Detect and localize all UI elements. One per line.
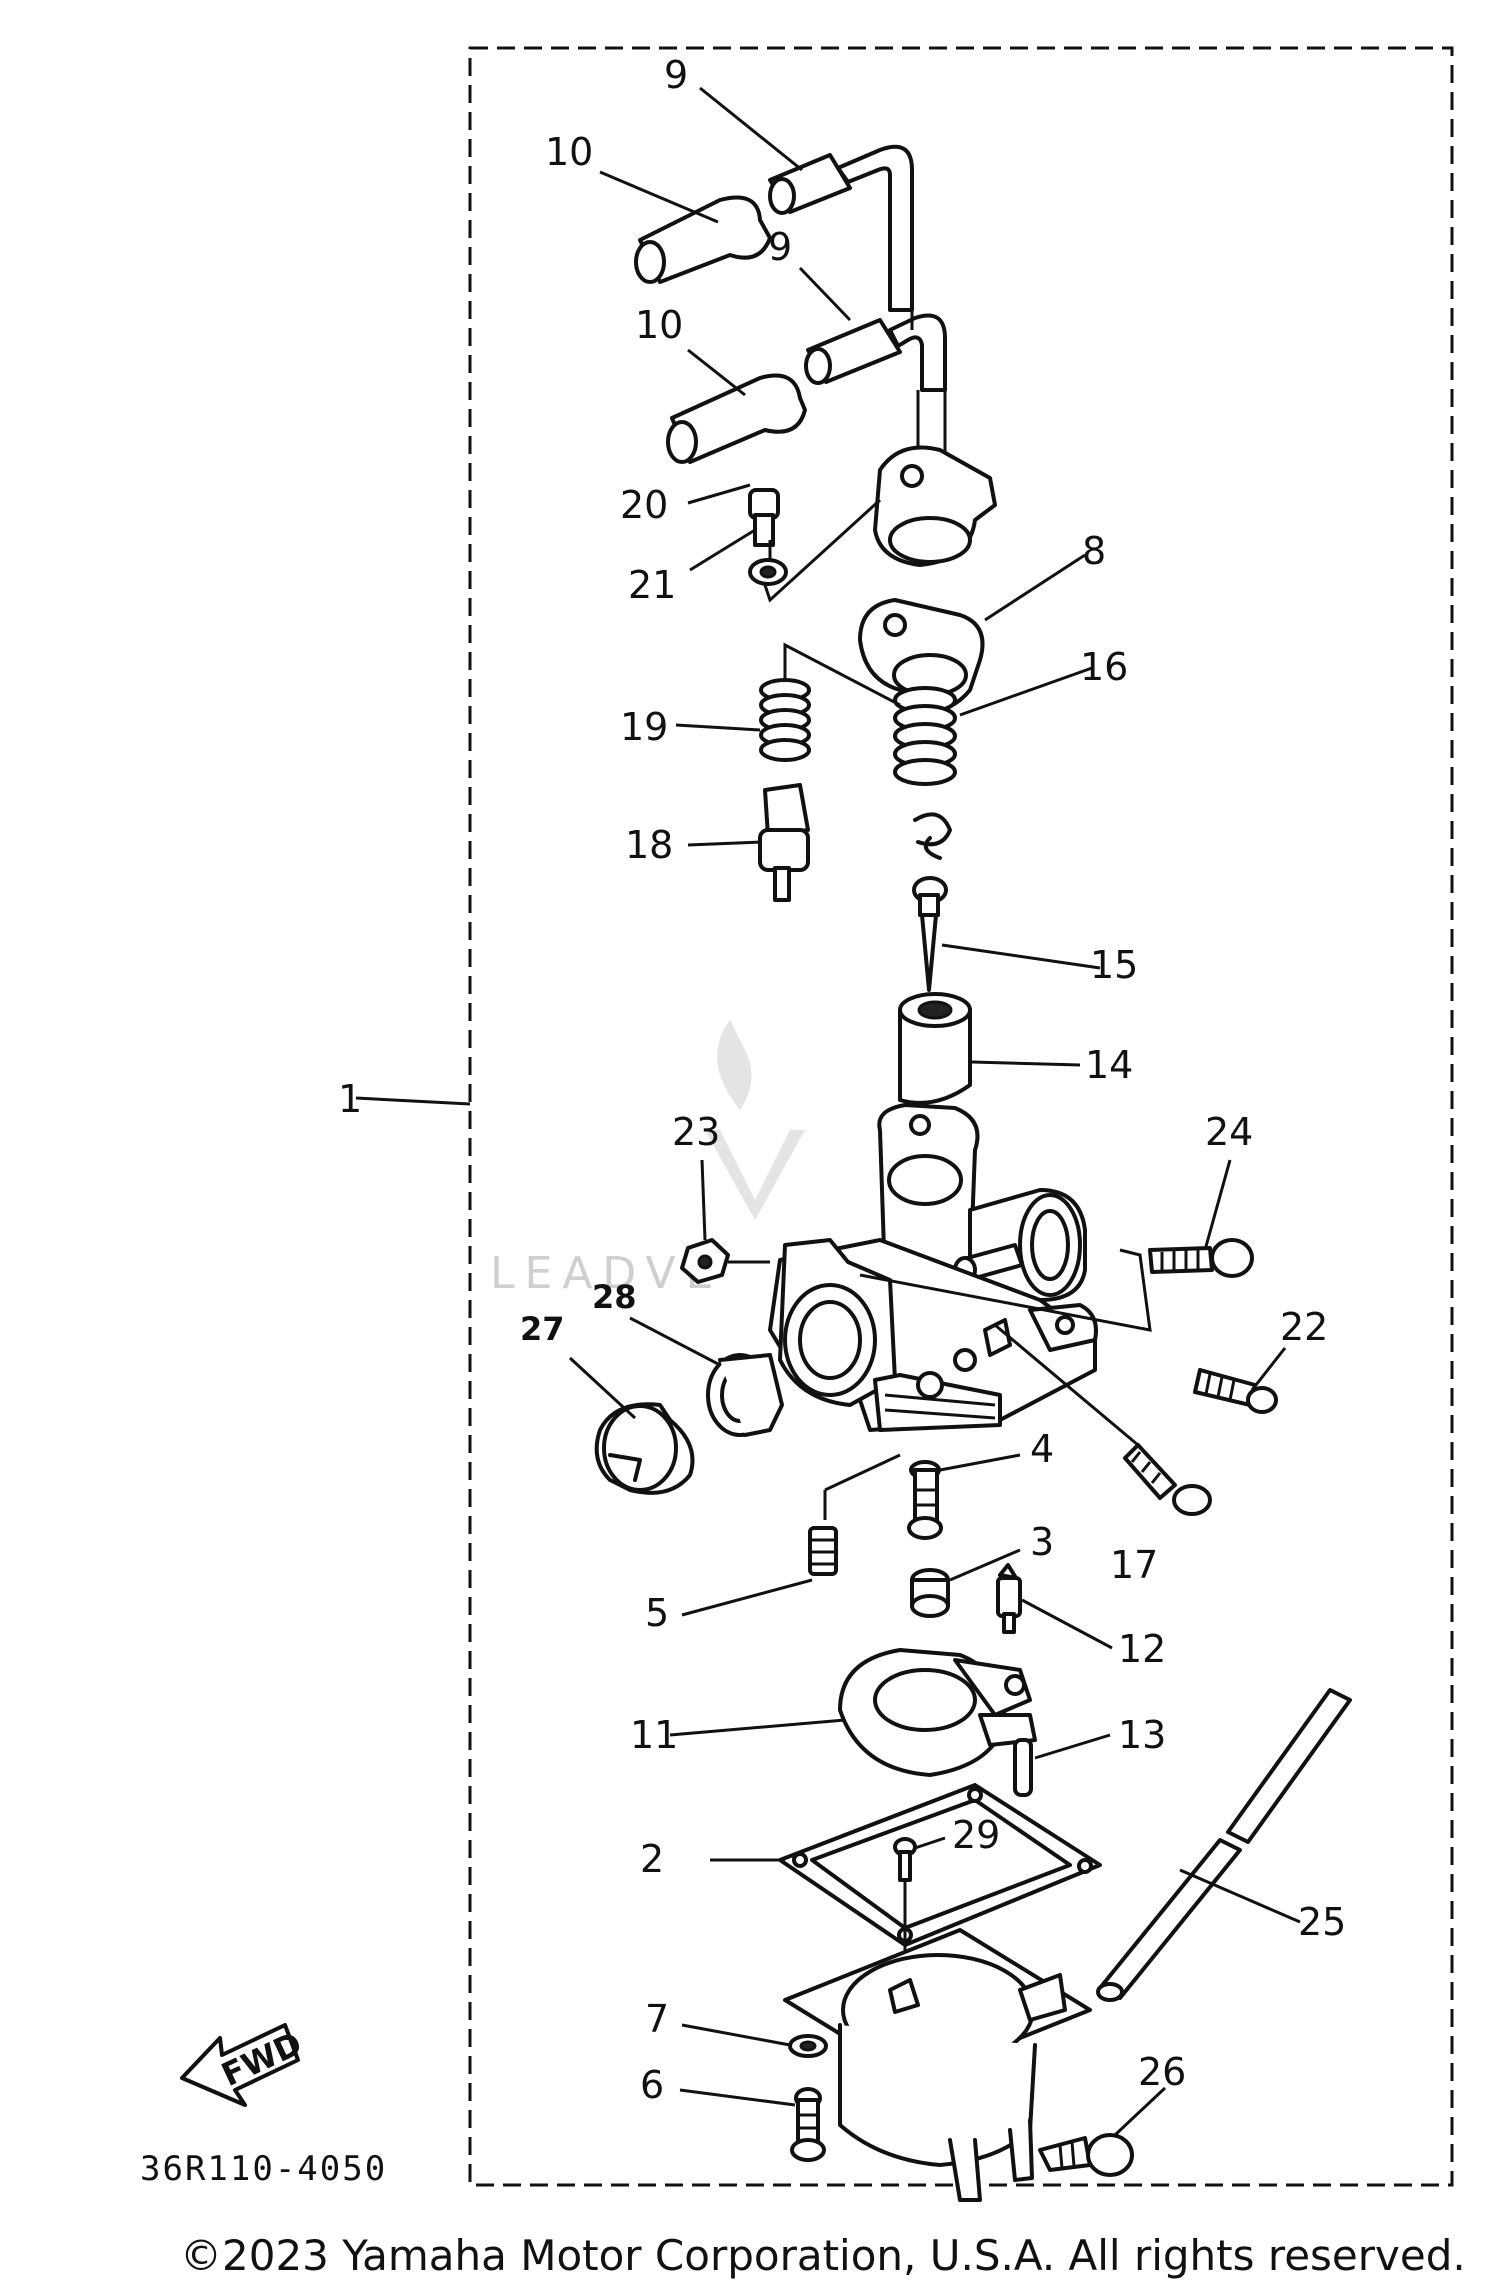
part-10-upper-cap [634, 195, 772, 284]
part-20-screw [748, 488, 780, 547]
watermark: LEADVE [490, 1020, 805, 1299]
callout-18: 18 [625, 823, 673, 867]
callout-9-upper: 9 [664, 53, 688, 97]
part-9-upper-hose-fitting [768, 144, 914, 312]
callout-13: 13 [1118, 1713, 1166, 1757]
part-14-throttle-valve [898, 992, 972, 1105]
part-2-gasket [778, 1783, 1102, 1947]
part-7-washer [788, 2034, 828, 2058]
part-21-washer [748, 558, 788, 586]
part-8-plate [858, 598, 985, 715]
reference-code: 36R110-4050 [140, 2149, 387, 2189]
callout-17: 17 [1110, 1543, 1158, 1587]
part-27-clamp-band [594, 1402, 695, 1495]
part-15-jet-needle [912, 876, 948, 992]
callout-12: 12 [1118, 1627, 1166, 1671]
part-11-float [838, 1648, 1037, 1777]
callout-4: 4 [1030, 1427, 1054, 1471]
screw-guide-line [763, 498, 882, 603]
part-13-float-pin [1013, 1738, 1033, 1797]
callout-3: 3 [1030, 1520, 1054, 1564]
part-9-lower-hose-fitting [804, 313, 947, 392]
callout-1: 1 [338, 1077, 362, 1121]
mixing-chamber-top [873, 445, 997, 567]
callout-27: 27 [520, 1310, 565, 1348]
callout-26: 26 [1138, 2050, 1186, 2094]
callout-10-lower: 10 [635, 303, 683, 347]
callout-25: 25 [1298, 1900, 1346, 1944]
callout-11: 11 [630, 1713, 678, 1757]
callout-9-lower: 9 [768, 225, 792, 269]
part-18-starter-plunger [758, 783, 810, 902]
callout-24: 24 [1205, 1110, 1253, 1154]
part-12-needle-valve [996, 1563, 1022, 1634]
needle-clip [913, 812, 952, 860]
callout-20: 20 [620, 483, 668, 527]
callout-8: 8 [1082, 529, 1106, 573]
callout-labels: 1 2 3 4 5 6 7 8 9 9 10 10 11 12 13 14 15… [338, 53, 1346, 2107]
screw17-guide-line [994, 1323, 1139, 1447]
callout-2: 2 [640, 1837, 664, 1881]
callout-29: 29 [952, 1813, 1000, 1857]
callout-15: 15 [1090, 943, 1138, 987]
callout-5: 5 [645, 1591, 669, 1635]
callout-16: 16 [1080, 645, 1128, 689]
part-17-screw [1123, 1443, 1212, 1516]
part-26-screw [1038, 2133, 1134, 2177]
callout-19: 19 [620, 705, 668, 749]
callout-23: 23 [672, 1110, 720, 1154]
jet-guide-line [823, 1453, 901, 1520]
fwd-arrow-icon: FWD [180, 2023, 308, 2107]
callout-28: 28 [592, 1278, 637, 1316]
part-10-lower-cap [666, 373, 807, 464]
part-19-small-spring [759, 678, 811, 762]
callout-22: 22 [1280, 1305, 1328, 1349]
part-28-ring [706, 1353, 784, 1437]
part-5-pilot-jet [808, 1526, 838, 1576]
part-23-nut [680, 1238, 730, 1284]
part-1-carburetor-body [768, 1103, 1098, 1432]
adjust-screw-guide [859, 1248, 1152, 1332]
spring-guide-line [783, 642, 901, 707]
callout-6: 6 [640, 2063, 664, 2107]
watermark-text: LEADVE [490, 1248, 723, 1299]
callout-10-upper: 10 [545, 130, 593, 174]
part-29-small-screw [893, 1837, 917, 1882]
callout-21: 21 [628, 563, 676, 607]
part-16-large-spring [893, 686, 957, 786]
part-3-main-jet [910, 1568, 950, 1618]
callout-leaders [355, 86, 1301, 2137]
part-22-screw [1193, 1368, 1278, 1414]
part-4-main-jet-holder [907, 1460, 943, 1540]
part-24-screw [1148, 1238, 1254, 1278]
copyright-notice: ©2023 Yamaha Motor Corporation, U.S.A. A… [180, 2231, 1466, 2280]
float-bowl [783, 1928, 1092, 2202]
part-6-drain-screw [790, 2087, 826, 2162]
callout-7: 7 [645, 1997, 669, 2041]
callout-14: 14 [1085, 1043, 1133, 1087]
assembly-boundary [468, 46, 1454, 2187]
